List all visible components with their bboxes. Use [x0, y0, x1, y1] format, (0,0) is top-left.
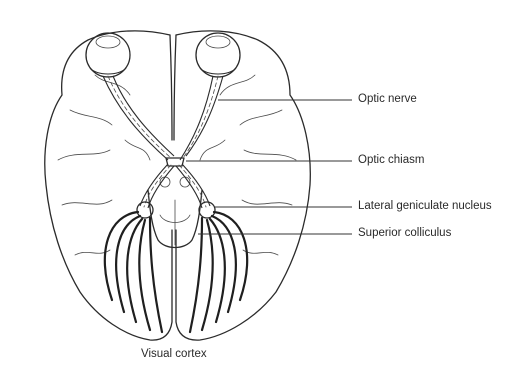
right-eye: [196, 33, 240, 77]
longitudinal-fissure: [170, 35, 176, 140]
lateral-geniculate-nucleus-label: Lateral geniculate nucleus: [358, 200, 492, 212]
right-optic-radiations: [190, 212, 247, 332]
optic-chiasm-label: Optic chiasm: [358, 154, 424, 166]
left-optic-radiations: [105, 212, 162, 332]
midbrain: [148, 177, 202, 248]
visual-cortex-label: Visual cortex: [141, 348, 207, 360]
optic-nerves: [103, 76, 223, 160]
optic-chiasm: [166, 158, 184, 166]
superior-colliculus-label: Superior colliculus: [358, 227, 451, 239]
optic-nerve-label: Optic nerve: [358, 93, 417, 105]
left-eye: [86, 33, 130, 77]
